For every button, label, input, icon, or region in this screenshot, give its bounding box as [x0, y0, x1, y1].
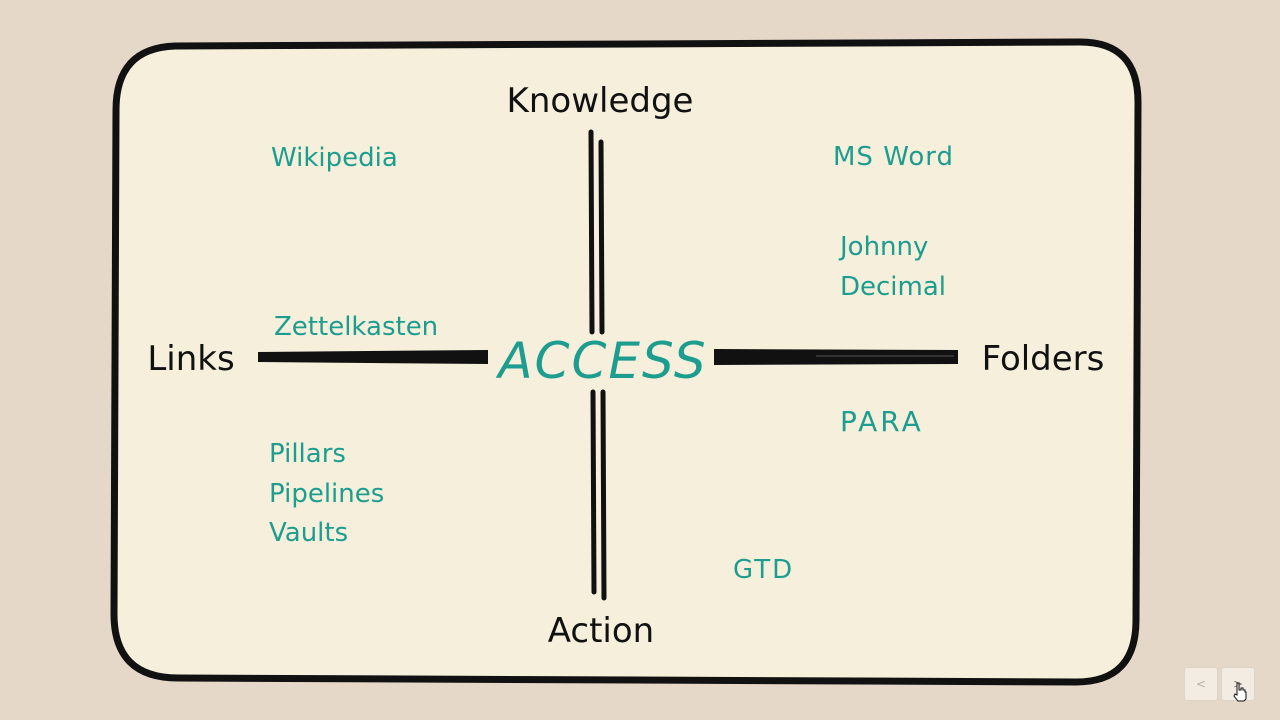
item-vaults: Vaults — [269, 518, 348, 548]
item-johnny: Johnny — [838, 232, 928, 262]
horizontal-axis-left — [258, 350, 488, 364]
prev-slide-button[interactable]: < — [1184, 667, 1218, 701]
item-ms-word: MS Word — [833, 142, 954, 172]
axis-label-links: Links — [147, 339, 234, 379]
vertical-axis-lower — [590, 389, 597, 595]
item-zettelkasten: Zettelkasten — [274, 312, 438, 342]
axis-label-knowledge: Knowledge — [507, 81, 694, 121]
horizontal-axis-right — [714, 349, 958, 365]
vertical-axis-upper-2 — [598, 139, 605, 335]
vertical-axis-upper — [588, 129, 595, 335]
hand-cursor-icon — [1233, 682, 1247, 702]
vertical-axis-lower-2 — [600, 389, 607, 601]
item-gtd: GTD — [733, 555, 794, 585]
axis-label-folders: Folders — [982, 339, 1105, 379]
center-label-access: ACCESS — [495, 332, 707, 390]
item-decimal: Decimal — [840, 272, 946, 302]
axis-label-action: Action — [548, 611, 654, 651]
board-outline — [110, 38, 1142, 686]
item-pillars: Pillars — [269, 439, 346, 469]
item-pipelines: Pipelines — [269, 479, 384, 509]
item-para: PARA — [840, 405, 924, 438]
item-wikipedia: Wikipedia — [271, 143, 398, 173]
